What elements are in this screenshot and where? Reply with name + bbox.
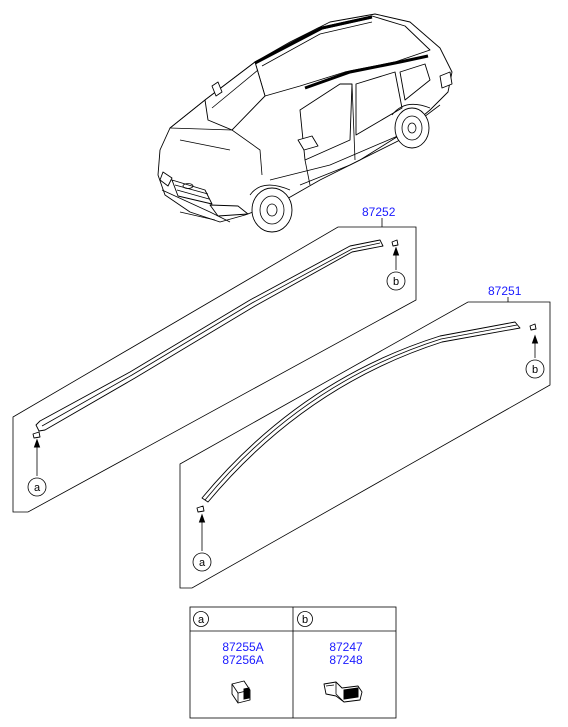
- callout-a-lower-letter: a: [199, 557, 206, 569]
- callout-a-upper-letter: a: [34, 482, 41, 494]
- callout-b-upper-letter: b: [393, 276, 399, 288]
- part-number-87255a[interactable]: 87255A: [222, 640, 263, 654]
- clip-a-upper-icon: [32, 431, 41, 439]
- lower-group-frame: [179, 301, 551, 589]
- part-number-87251[interactable]: 87251: [488, 284, 522, 298]
- part-number-87247[interactable]: 87247: [329, 640, 363, 654]
- clip-b-lower-icon: [529, 323, 537, 331]
- legend-table: a 87255A 87256A b 87247 87248: [189, 606, 397, 719]
- upper-group-frame: [12, 226, 417, 513]
- part-number-87256a[interactable]: 87256A: [222, 653, 263, 667]
- car-illustration: [157, 13, 453, 233]
- callout-a-lower[interactable]: [192, 552, 212, 572]
- clip-b-upper-icon: [391, 239, 399, 247]
- callout-b-lower[interactable]: [525, 359, 545, 379]
- legend-callout-b: [297, 611, 313, 627]
- part-number-87252[interactable]: 87252: [362, 205, 396, 219]
- legend-cell-b: b 87247 87248: [297, 611, 363, 703]
- legend-cell-a: a 87255A 87256A: [193, 611, 264, 704]
- clip-a-lower-icon: [196, 505, 205, 513]
- callout-b-upper[interactable]: [386, 271, 406, 291]
- part-number-87248[interactable]: 87248: [329, 653, 363, 667]
- legend-callout-a: [193, 611, 209, 627]
- upper-moulding-group: 87252 a b: [12, 205, 417, 513]
- callout-a-upper[interactable]: [27, 477, 47, 497]
- legend-letter-a: a: [198, 614, 205, 626]
- roof-moulding-lower[interactable]: [201, 321, 521, 503]
- lower-moulding-group: 87251 a b: [179, 284, 551, 589]
- roof-moulding-upper[interactable]: [35, 239, 384, 432]
- callout-b-lower-letter: b: [532, 364, 538, 376]
- clip-a-icon: [231, 680, 251, 704]
- clip-b-icon: [323, 681, 363, 703]
- legend-letter-b: b: [302, 614, 308, 626]
